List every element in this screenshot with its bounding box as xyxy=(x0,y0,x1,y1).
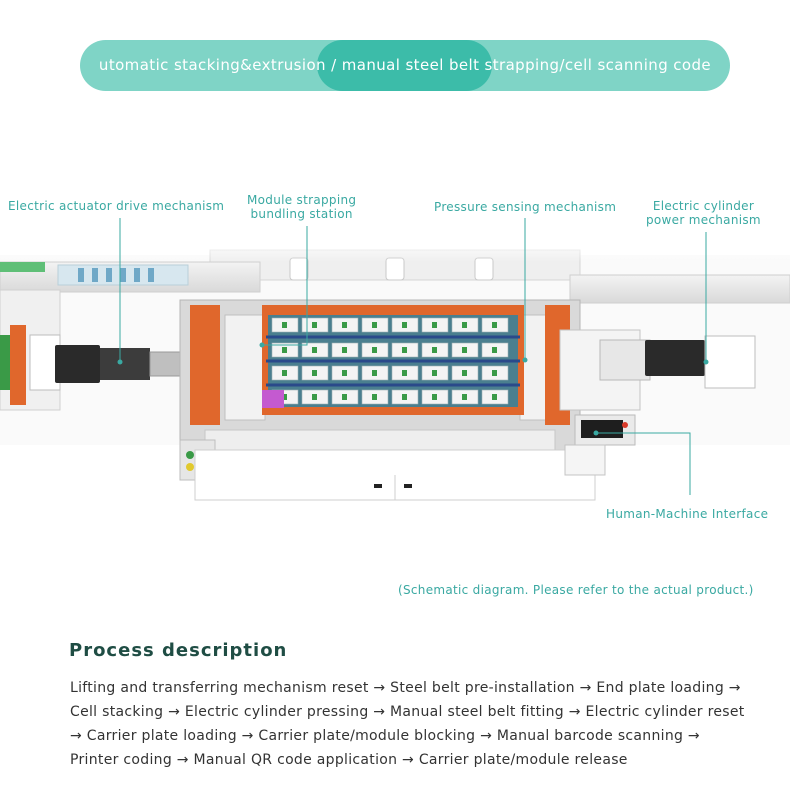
left-press-block xyxy=(224,314,266,421)
callout-line: Human-Machine Interface xyxy=(606,507,769,521)
callout-actuator-drive: Electric actuator drive mechanism xyxy=(8,199,224,213)
right-rail xyxy=(569,274,790,304)
callout-line: power mechanism xyxy=(646,213,761,227)
actuator-motor xyxy=(55,345,100,383)
indicator-yellow-light xyxy=(186,463,194,471)
cylinder-end-cap xyxy=(704,335,756,389)
callout-line: Electric cylinder xyxy=(652,199,755,213)
machine-diagram xyxy=(0,218,790,501)
magenta-block xyxy=(262,390,284,408)
hmi-stand xyxy=(564,444,606,476)
callout-hmi: Human-Machine Interface xyxy=(606,507,768,521)
left-orange-bracket xyxy=(10,325,26,405)
hmi-screen xyxy=(581,420,623,438)
left-rail-green xyxy=(0,262,45,272)
callout-line: Electric actuator drive mechanism xyxy=(8,199,225,213)
front-rail xyxy=(204,429,556,451)
cabinet-handle-left xyxy=(374,484,382,488)
page-title: utomatic stacking&extrusion / manual ste… xyxy=(98,56,712,74)
callout-pressure-sensing: Pressure sensing mechanism xyxy=(434,200,616,214)
cabinet-handle-right xyxy=(404,484,412,488)
callout-line: Module strapping xyxy=(247,193,357,207)
top-supports xyxy=(289,257,494,281)
callout-dots xyxy=(117,342,709,436)
callout-strapping-station: Module strapping bundling station xyxy=(247,193,356,221)
callout-line: Pressure sensing mechanism xyxy=(434,200,617,214)
indicator-green-light xyxy=(186,451,194,459)
cell-terminals xyxy=(282,322,497,400)
cylinder-mount xyxy=(599,339,651,381)
actuator-gearbox xyxy=(100,348,150,380)
title-banner: utomatic stacking&extrusion / manual ste… xyxy=(80,40,730,91)
callout-leaders xyxy=(119,218,707,495)
schematic-note: (Schematic diagram. Please refer to the … xyxy=(398,583,754,597)
callout-line: bundling station xyxy=(250,207,353,221)
process-text: Lifting and transferring mechanism reset… xyxy=(70,680,745,768)
cylinder-motor xyxy=(645,340,705,376)
title-highlight xyxy=(317,40,492,91)
process-heading: Process description xyxy=(69,640,288,661)
left-green-guard xyxy=(0,335,10,390)
steel-belts xyxy=(266,335,520,387)
cable-chain-links xyxy=(78,268,154,282)
top-fade xyxy=(0,240,790,262)
emergency-stop-icon xyxy=(622,422,628,428)
callout-electric-cylinder: Electric cylinder power mechanism xyxy=(646,199,761,227)
end-plate-left xyxy=(190,305,220,425)
